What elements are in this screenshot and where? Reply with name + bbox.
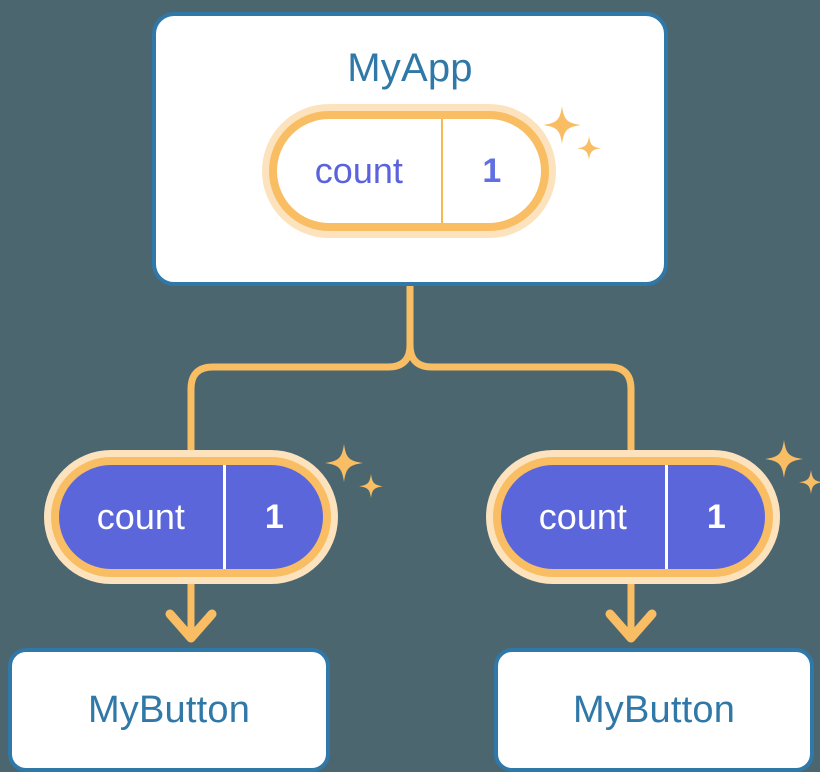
connector-branch-right <box>406 341 635 454</box>
state-pill-body: count 1 <box>501 465 765 569</box>
connector-branch-left <box>187 341 414 454</box>
state-pill-value: 1 <box>664 465 765 569</box>
state-pill-value: 1 <box>222 465 323 569</box>
state-pill-body: count 1 <box>59 465 323 569</box>
myapp-card-title: MyApp <box>347 46 473 90</box>
mybutton-card-title: MyButton <box>572 689 736 731</box>
mybutton-card-right[interactable]: MyButton <box>494 648 814 772</box>
arrow-head-left <box>165 609 217 643</box>
state-pill-key: count <box>538 496 627 537</box>
state-pill-myapp[interactable]: count 1 <box>262 104 556 238</box>
mybutton-card-left[interactable]: MyButton <box>8 648 330 772</box>
state-pill-body: count 1 <box>277 119 541 223</box>
state-pill-key: count <box>314 150 403 191</box>
mybutton-card-title: MyButton <box>87 689 251 731</box>
state-pill-key: count <box>96 496 185 537</box>
state-pill-value: 1 <box>440 119 541 223</box>
arrow-head-right <box>605 609 657 643</box>
state-pill-mybutton-left[interactable]: count 1 <box>44 450 338 584</box>
state-pill-mybutton-right[interactable]: count 1 <box>486 450 780 584</box>
